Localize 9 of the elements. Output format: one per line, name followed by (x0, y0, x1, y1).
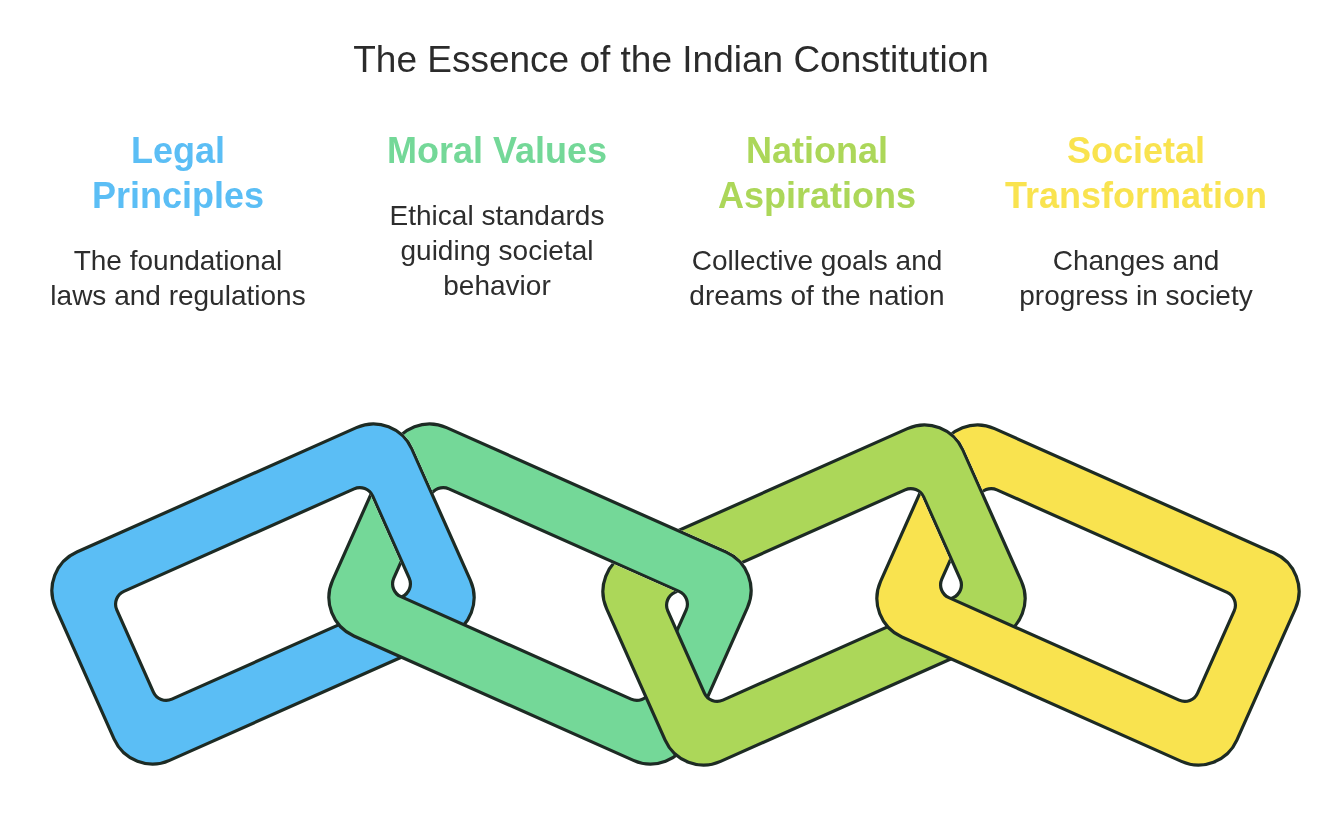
description: Ethical standards guiding societal behavior (388, 199, 606, 303)
heading: Legal Principles (90, 129, 266, 218)
heading: Moral Values (385, 129, 609, 173)
description: The foundational laws and regulations (49, 244, 307, 313)
title: The Essence of the Indian Constitution (353, 38, 989, 82)
heading: National Aspirations (716, 129, 917, 218)
description: Collective goals and dreams of the nation (688, 244, 946, 313)
heading: Societal Transformation (1003, 129, 1268, 218)
description: Changes and progress in society (1018, 244, 1254, 313)
